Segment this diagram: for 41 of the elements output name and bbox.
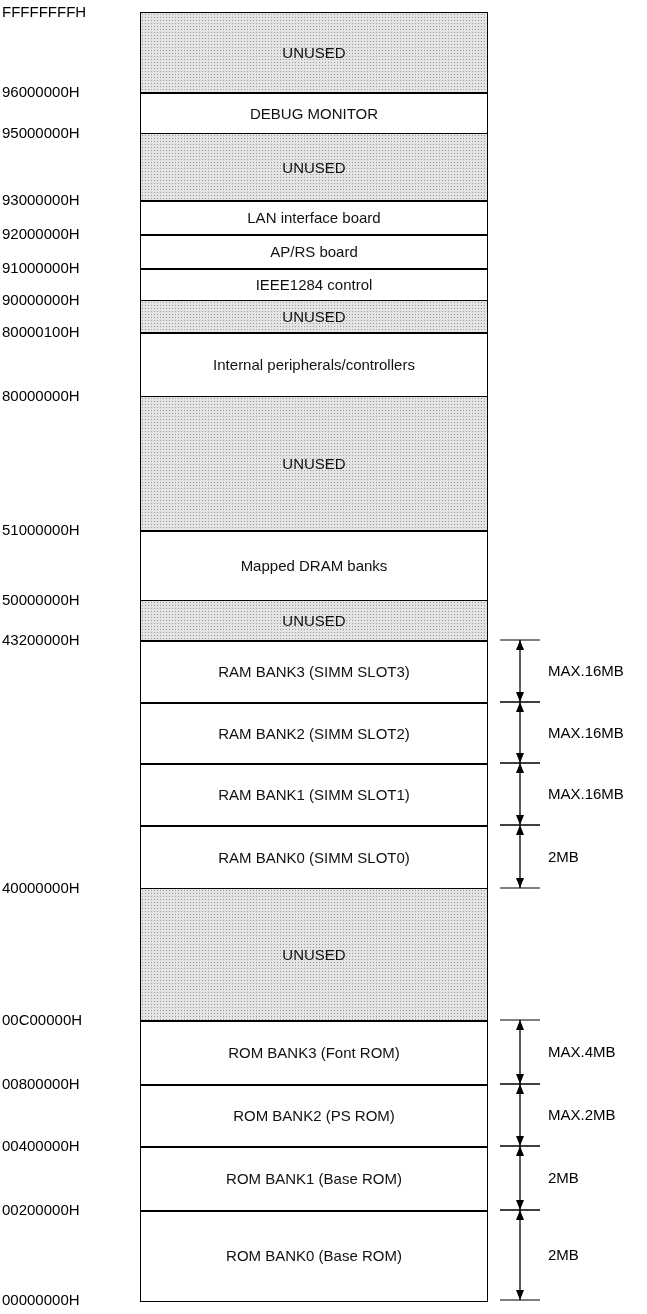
memory-region: RAM BANK1 (SIMM SLOT1) (140, 763, 488, 827)
memory-region: ROM BANK0 (Base ROM) (140, 1210, 488, 1302)
address-label: 00C00000H (2, 1011, 83, 1028)
address-label: 43200000H (2, 631, 80, 648)
size-label: MAX.16MB (548, 662, 624, 679)
memory-region: RAM BANK3 (SIMM SLOT3) (140, 640, 488, 704)
memory-region: RAM BANK2 (SIMM SLOT2) (140, 702, 488, 765)
address-label: 51000000H (2, 521, 80, 538)
address-label: 80000000H (2, 387, 80, 404)
size-label: 2MB (548, 847, 579, 865)
address-label: 00000000H (2, 1291, 80, 1308)
address-label: FFFFFFFFH (2, 3, 87, 20)
address-label: 40000000H (2, 879, 80, 896)
memory-region: UNUSED (140, 396, 488, 532)
address-label: 00800000H (2, 1075, 80, 1092)
size-label: MAX.4MB (548, 1043, 616, 1060)
address-label: 96000000H (2, 83, 80, 100)
memory-region: UNUSED (140, 300, 488, 334)
address-label: 80000100H (2, 323, 80, 340)
size-label: MAX.16MB (548, 723, 624, 741)
address-label: 91000000H (2, 259, 80, 276)
address-label: 00400000H (2, 1137, 80, 1154)
address-label: 92000000H (2, 225, 80, 242)
memory-region: AP/RS board (140, 234, 488, 270)
memory-region: UNUSED (140, 133, 488, 202)
size-label: 2MB (548, 1246, 579, 1263)
size-label: MAX.2MB (548, 1106, 616, 1123)
memory-region: UNUSED (140, 600, 488, 642)
memory-region: ROM BANK3 (Font ROM) (140, 1020, 488, 1086)
address-label: 90000000H (2, 291, 80, 308)
memory-region: LAN interface board (140, 200, 488, 236)
memory-region: ROM BANK1 (Base ROM) (140, 1146, 488, 1212)
memory-region: UNUSED (140, 12, 488, 94)
memory-region: UNUSED (140, 888, 488, 1022)
memory-region: ROM BANK2 (PS ROM) (140, 1084, 488, 1148)
size-label: MAX.16MB (548, 785, 624, 802)
size-label: 2MB (548, 1169, 579, 1186)
address-label: 00200000H (2, 1201, 80, 1218)
address-label: 50000000H (2, 591, 80, 608)
address-label: 95000000H (2, 124, 80, 141)
address-label: 93000000H (2, 191, 80, 208)
